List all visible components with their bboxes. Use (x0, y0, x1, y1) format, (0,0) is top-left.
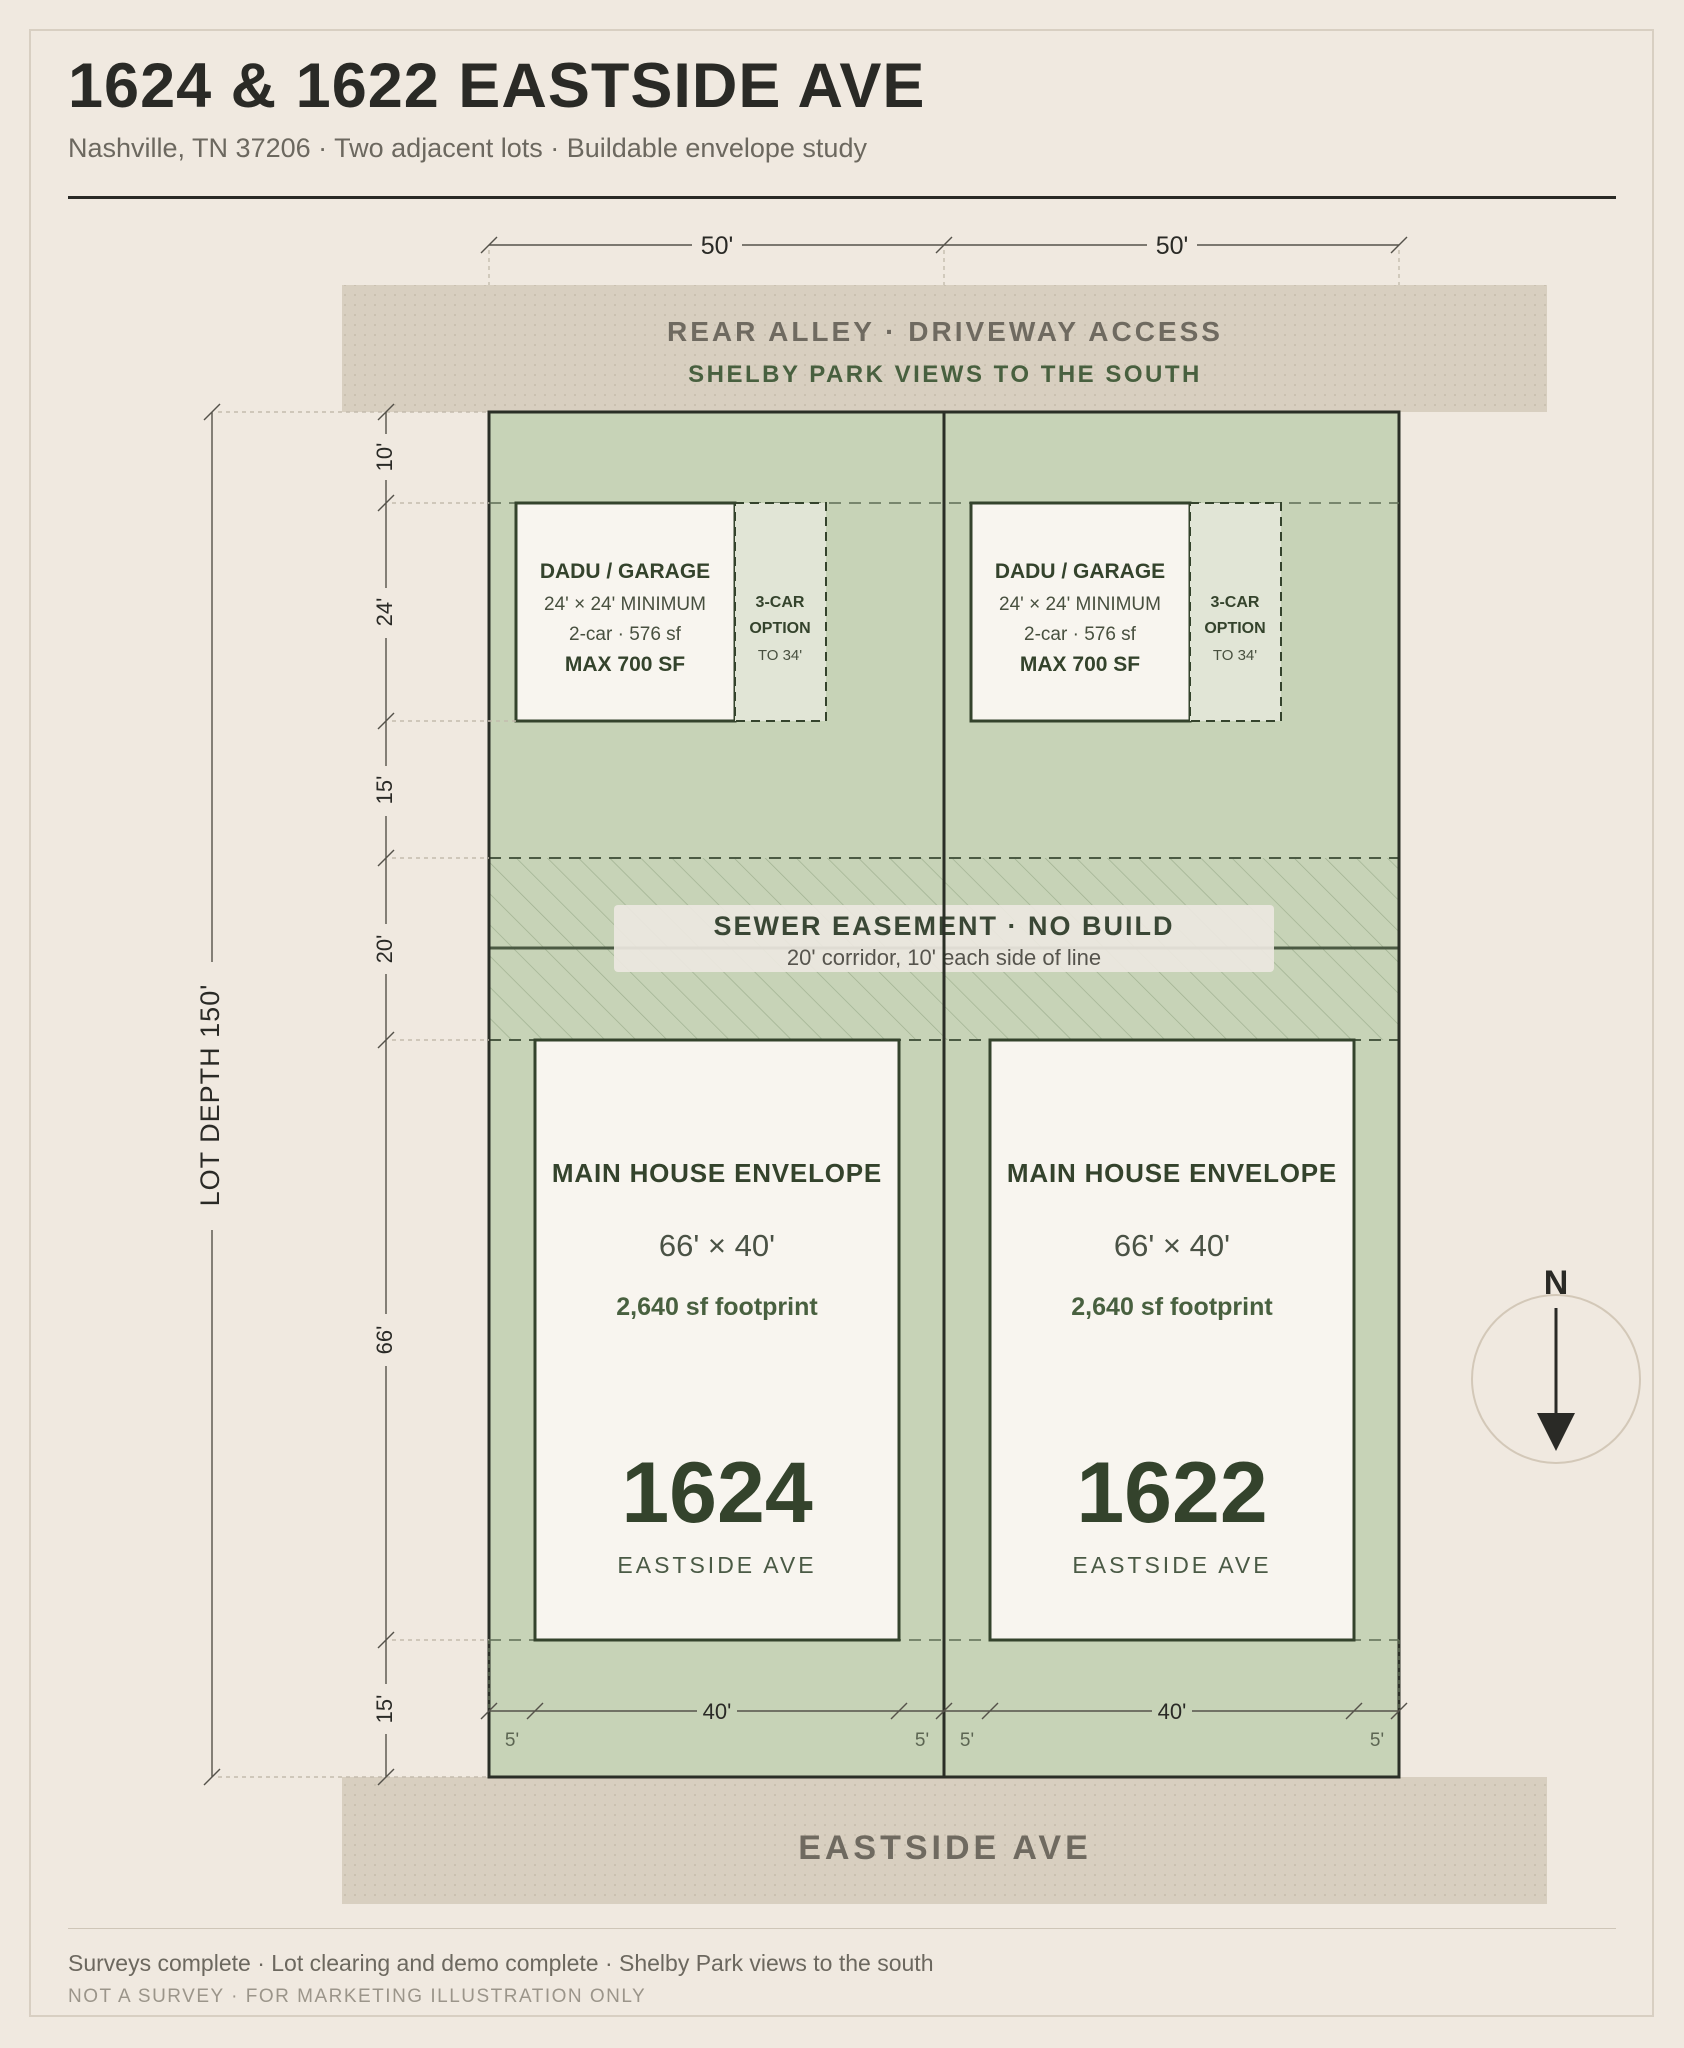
house-envelope-1622: MAIN HOUSE ENVELOPE 66' × 40' 2,640 sf f… (988, 1038, 1356, 1642)
page-title: 1624 & 1622 EASTSIDE AVE (68, 51, 926, 121)
house-title: MAIN HOUSE ENVELOPE (1007, 1158, 1337, 1188)
option-line2: OPTION (749, 620, 810, 637)
alley-views-label: SHELBY PARK VIEWS TO THE SOUTH (688, 361, 1202, 388)
dadu-size: 24' × 24' MINIMUM (544, 594, 706, 615)
page-frame (29, 29, 1654, 2017)
dadu-title: DADU / GARAGE (995, 560, 1165, 583)
option-line2: OPTION (1204, 620, 1265, 637)
page-subtitle: Nashville, TN 37206 · Two adjacent lots … (68, 133, 867, 163)
side-setback: 5' (505, 1730, 519, 1751)
street: EASTSIDE AVE (342, 1777, 1547, 1904)
envelope-width-1624: 40' (703, 1699, 732, 1724)
dadu-cars: 2-car · 576 sf (569, 624, 682, 645)
north-arrow: N (1471, 1264, 1641, 1464)
dadu-size: 24' × 24' MINIMUM (999, 594, 1161, 615)
side-setback: 5' (1370, 1730, 1384, 1751)
header-divider (68, 196, 1616, 199)
depth-segment: 24' (372, 598, 397, 627)
footer-divider (68, 1928, 1616, 1929)
compass-icon (1471, 1294, 1641, 1464)
lot-number: 1624 (621, 1445, 812, 1541)
house-dims: 66' × 40' (659, 1228, 775, 1263)
frontage-1622: 50' (1156, 232, 1189, 260)
side-setback: 5' (915, 1730, 929, 1751)
dadu-cars: 2-car · 576 sf (1024, 624, 1137, 645)
depth-segment: 66' (372, 1326, 397, 1355)
house-title: MAIN HOUSE ENVELOPE (552, 1158, 882, 1188)
frontage-dimension (480, 236, 1408, 285)
lot-street: EASTSIDE AVE (1072, 1552, 1271, 1578)
house-envelope-1624: MAIN HOUSE ENVELOPE 66' × 40' 2,640 sf f… (533, 1038, 901, 1642)
disclaimer: NOT A SURVEY · FOR MARKETING ILLUSTRATIO… (68, 1986, 647, 2007)
option-line3: TO 34' (758, 647, 802, 664)
depth-segment: 15' (372, 1695, 397, 1724)
dadu-max: MAX 700 SF (565, 653, 685, 676)
option-line1: 3-CAR (1211, 594, 1260, 611)
compass-label: N (1544, 1264, 1569, 1302)
house-dims: 66' × 40' (1114, 1228, 1230, 1263)
alley-label: REAR ALLEY · DRIVEWAY ACCESS (667, 316, 1223, 347)
house-footprint: 2,640 sf footprint (616, 1293, 818, 1321)
arrow-head-icon (1537, 1413, 1575, 1451)
lot-depth-label: LOT DEPTH 150' (195, 984, 225, 1207)
rear-alley: REAR ALLEY · DRIVEWAY ACCESS SHELBY PARK… (342, 285, 1547, 412)
lot-number: 1622 (1076, 1445, 1267, 1541)
option-line3: TO 34' (1213, 647, 1257, 664)
depth-chain (377, 403, 516, 1786)
frontage-1624: 50' (701, 232, 734, 260)
footer-note: Surveys complete · Lot clearing and demo… (68, 1950, 934, 1976)
option-line1: 3-CAR (756, 594, 805, 611)
dadu-1624: DADU / GARAGE 24' × 24' MINIMUM 2-car · … (514, 501, 827, 723)
street-label: EASTSIDE AVE (798, 1829, 1092, 1867)
depth-segment: 10' (372, 443, 397, 472)
envelope-width-1622: 40' (1158, 1699, 1187, 1724)
house-footprint: 2,640 sf footprint (1071, 1293, 1273, 1321)
lot-street: EASTSIDE AVE (617, 1552, 816, 1578)
side-setback: 5' (960, 1730, 974, 1751)
dadu-1622: DADU / GARAGE 24' × 24' MINIMUM 2-car · … (969, 501, 1282, 723)
depth-segment: 15' (372, 776, 397, 805)
depth-segment: 20' (372, 935, 397, 964)
lot-depth-dimension (203, 403, 489, 1786)
three-car-option-1622 (1189, 502, 1282, 722)
dadu-title: DADU / GARAGE (540, 560, 710, 583)
depth-chain-labels: 10' 24' 15' 20' 66' 15' (366, 434, 406, 1734)
three-car-option-1624 (734, 502, 827, 722)
dadu-max: MAX 700 SF (1020, 653, 1140, 676)
